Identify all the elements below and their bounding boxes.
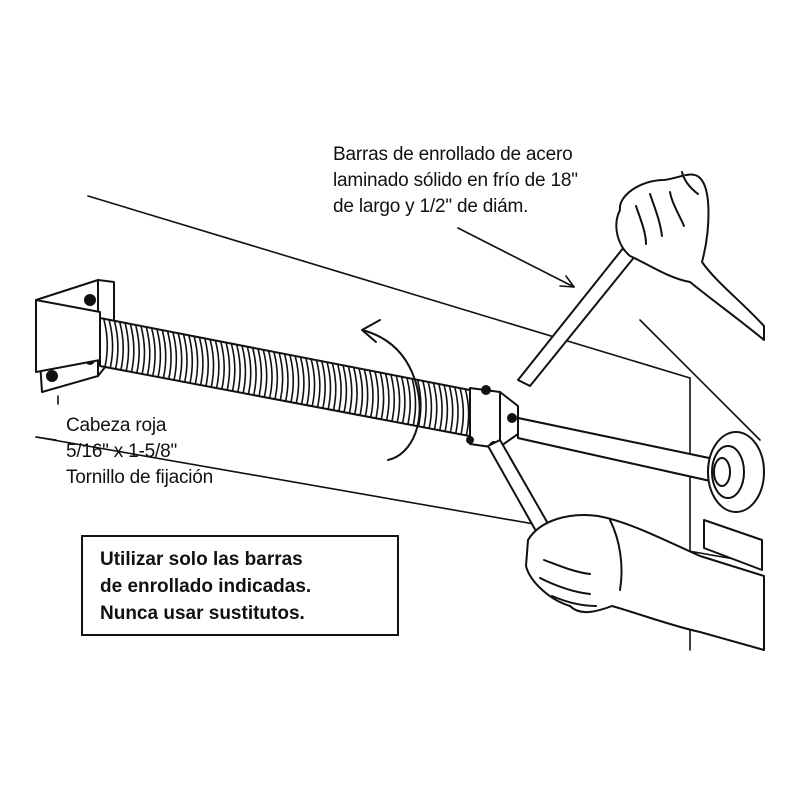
spring-coil bbox=[432, 382, 438, 430]
winding-bars-line-1: Barras de enrollado de acero bbox=[333, 144, 573, 165]
spring-coil bbox=[177, 333, 183, 382]
spring-coil bbox=[321, 360, 326, 409]
winding-bars-callout: Barras de enrollado de acero laminado só… bbox=[333, 142, 578, 220]
spring-coil bbox=[209, 339, 215, 388]
spring-coil bbox=[352, 366, 358, 415]
spring-coil bbox=[384, 373, 390, 421]
spring-coil bbox=[172, 332, 178, 381]
spring-coil bbox=[406, 377, 411, 425]
spring-coil bbox=[347, 365, 353, 414]
spring-coil bbox=[427, 381, 433, 429]
spring-coil bbox=[214, 340, 220, 389]
set-screw-line-2: 5/16" x 1-5/8" bbox=[66, 441, 178, 462]
spring-coil bbox=[246, 346, 252, 395]
spring-coil bbox=[124, 323, 130, 372]
spring-coil bbox=[326, 361, 332, 410]
winding-bar-upper bbox=[517, 241, 641, 387]
spring-coil bbox=[294, 355, 300, 404]
spring-coil bbox=[166, 331, 172, 380]
spring-coil bbox=[283, 353, 289, 402]
spring-coil bbox=[448, 385, 454, 434]
spring-coil bbox=[129, 324, 135, 373]
spring-coil bbox=[198, 337, 204, 386]
winding-bars-line-3: de largo y 1/2" de diám. bbox=[333, 196, 529, 217]
winding-bars-line-2: laminado sólido en frío de 18" bbox=[333, 170, 578, 191]
spring-coil bbox=[252, 347, 257, 396]
spring-coil bbox=[108, 319, 114, 369]
warning-line-1: Utilizar solo las barras bbox=[100, 549, 303, 570]
spring-coil bbox=[193, 336, 199, 385]
spring-coil bbox=[257, 348, 263, 397]
torsion-spring bbox=[99, 317, 481, 439]
spring-coil bbox=[368, 370, 374, 418]
spring-coil bbox=[188, 335, 194, 384]
spring-coil bbox=[464, 388, 470, 437]
spring-coil bbox=[395, 375, 401, 423]
spring-coil bbox=[459, 387, 465, 436]
spring-coil bbox=[113, 321, 119, 370]
spring-coil bbox=[305, 357, 310, 406]
spring-coil bbox=[151, 328, 156, 377]
spring-coil bbox=[358, 367, 364, 416]
spring-coil bbox=[182, 334, 188, 383]
torsion-shaft bbox=[517, 417, 729, 485]
spring-coil bbox=[390, 374, 396, 422]
spring-coil bbox=[331, 362, 337, 411]
spring-coil bbox=[315, 359, 321, 408]
spring-coil bbox=[161, 330, 167, 379]
spring-coil bbox=[379, 372, 385, 420]
rotation-arrow bbox=[361, 319, 421, 461]
spring-coil bbox=[310, 358, 316, 407]
upper-hand bbox=[615, 171, 765, 341]
spring-coil bbox=[103, 318, 109, 368]
spring-coil bbox=[236, 344, 241, 393]
spring-coil bbox=[273, 351, 279, 400]
spring-coil bbox=[135, 325, 140, 374]
set-screw-line-3: Tornillo de fijación bbox=[66, 467, 214, 488]
spring-coil bbox=[230, 343, 236, 392]
warning-line-3: Nunca usar sustitutos. bbox=[100, 603, 305, 624]
set-screw-callout: Cabeza roja 5/16" x 1-5/8" Tornillo de f… bbox=[66, 413, 213, 491]
spring-coil bbox=[422, 380, 427, 428]
spring-coil bbox=[337, 363, 342, 412]
spring-coil bbox=[119, 322, 124, 371]
spring-coil bbox=[140, 326, 146, 375]
spring-coil bbox=[145, 327, 151, 376]
spring-coil bbox=[453, 386, 459, 435]
cable-drum bbox=[703, 431, 765, 571]
spring-coil bbox=[262, 349, 268, 398]
spring-coil bbox=[289, 354, 295, 403]
stationary-cone bbox=[35, 299, 101, 373]
set-screw-line-1: Cabeza roja bbox=[66, 415, 167, 436]
spring-coil bbox=[267, 350, 273, 399]
warning-line-2: de enrollado indicadas. bbox=[100, 576, 312, 597]
spring-coil bbox=[278, 352, 284, 401]
spring-coil bbox=[204, 338, 210, 387]
spring-coil bbox=[400, 376, 406, 424]
lower-hand bbox=[525, 514, 765, 651]
leader-lines bbox=[35, 227, 575, 441]
spring-coil bbox=[363, 368, 369, 417]
spring-coil bbox=[342, 364, 348, 413]
winding-cone bbox=[466, 385, 519, 451]
spring-coil bbox=[438, 383, 443, 431]
spring-coil bbox=[220, 341, 225, 390]
spring-coil bbox=[374, 371, 380, 419]
spring-coil bbox=[299, 356, 305, 405]
spring-coil bbox=[225, 342, 231, 391]
spring-coil bbox=[156, 329, 162, 378]
spring-coil bbox=[411, 378, 417, 426]
warning-box: Utilizar solo las barras de enrollado in… bbox=[81, 535, 399, 636]
spring-coil bbox=[443, 384, 449, 433]
spring-coil bbox=[241, 345, 247, 394]
